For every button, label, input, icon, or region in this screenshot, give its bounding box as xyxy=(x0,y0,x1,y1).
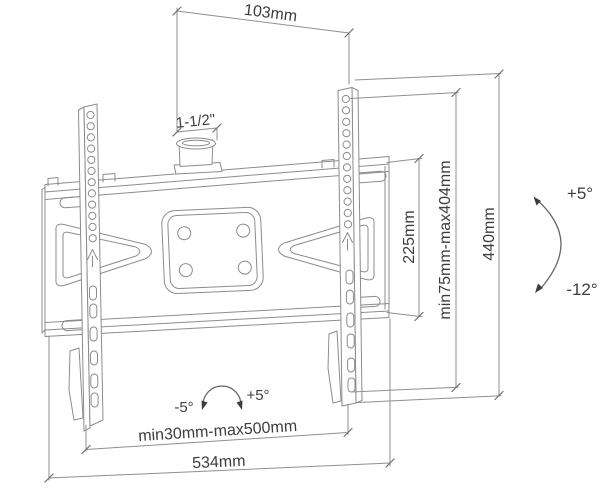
right-rail xyxy=(337,87,363,407)
tilt-down-label: -12° xyxy=(566,280,597,299)
dim-top-offset: 103mm xyxy=(172,2,354,133)
dim-total-width: 534mm xyxy=(44,318,395,483)
vesa-hole xyxy=(177,226,192,241)
vesa-hole xyxy=(178,263,193,278)
dim-vesa-width-range: min30mm-max500mm xyxy=(81,404,353,455)
plate-left-edge xyxy=(41,187,46,334)
arrowhead-right xyxy=(236,400,243,410)
left-lock-hook xyxy=(68,347,84,421)
level-pipe xyxy=(173,137,223,175)
plate-bottom-edge xyxy=(44,310,390,337)
tilt-range-arc: +5° -12° xyxy=(533,184,598,299)
left-triangle-cutout xyxy=(55,223,152,287)
swivel-left-label: -5° xyxy=(174,399,193,416)
plate-right-edge xyxy=(384,163,390,312)
up-arrow-icon xyxy=(342,232,353,251)
dim-plate-height: 225mm xyxy=(386,153,424,322)
left-rail xyxy=(78,103,104,432)
plate-crease-lines xyxy=(44,171,390,323)
tilt-up-label: +5° xyxy=(567,184,593,203)
up-arrow-icon xyxy=(87,249,98,268)
left-rail-holes xyxy=(86,110,97,243)
dim-pipe-size-label: 1-1/2" xyxy=(175,111,216,132)
left-rail-slots xyxy=(89,285,99,408)
right-rail-slots xyxy=(345,269,356,393)
plate-corner-slots xyxy=(59,170,387,332)
dim-total-width-label: 534mm xyxy=(192,453,246,472)
plate-top-tabs xyxy=(47,159,335,187)
dim-vesa-height-range-label: min75mm-max404mm xyxy=(437,160,454,319)
vesa-hole xyxy=(237,260,252,275)
arrowhead-down xyxy=(535,283,543,293)
dim-total-height: 440mm xyxy=(354,69,504,403)
vesa-hole xyxy=(236,223,251,238)
dim-plate-height-label: 225mm xyxy=(401,210,418,263)
swivel-right-label: +5° xyxy=(246,387,269,404)
right-rail-holes xyxy=(341,94,353,229)
left-rail-side xyxy=(78,106,91,432)
swivel-range-arc: -5° +5° xyxy=(174,385,270,416)
arrowhead-up xyxy=(533,196,541,206)
dim-total-height-label: 440mm xyxy=(481,207,498,260)
pipe-opening xyxy=(182,139,210,147)
dim-top-offset-label: 103mm xyxy=(243,2,298,26)
vesa-plate xyxy=(161,206,264,295)
right-triangle-cutout xyxy=(278,217,375,281)
dim-pipe-size: 1-1/2" xyxy=(172,111,222,141)
arrowhead-left xyxy=(201,400,208,410)
dim-vesa-height-range: min75mm-max404mm xyxy=(349,87,461,393)
right-lock-hook xyxy=(327,330,342,404)
